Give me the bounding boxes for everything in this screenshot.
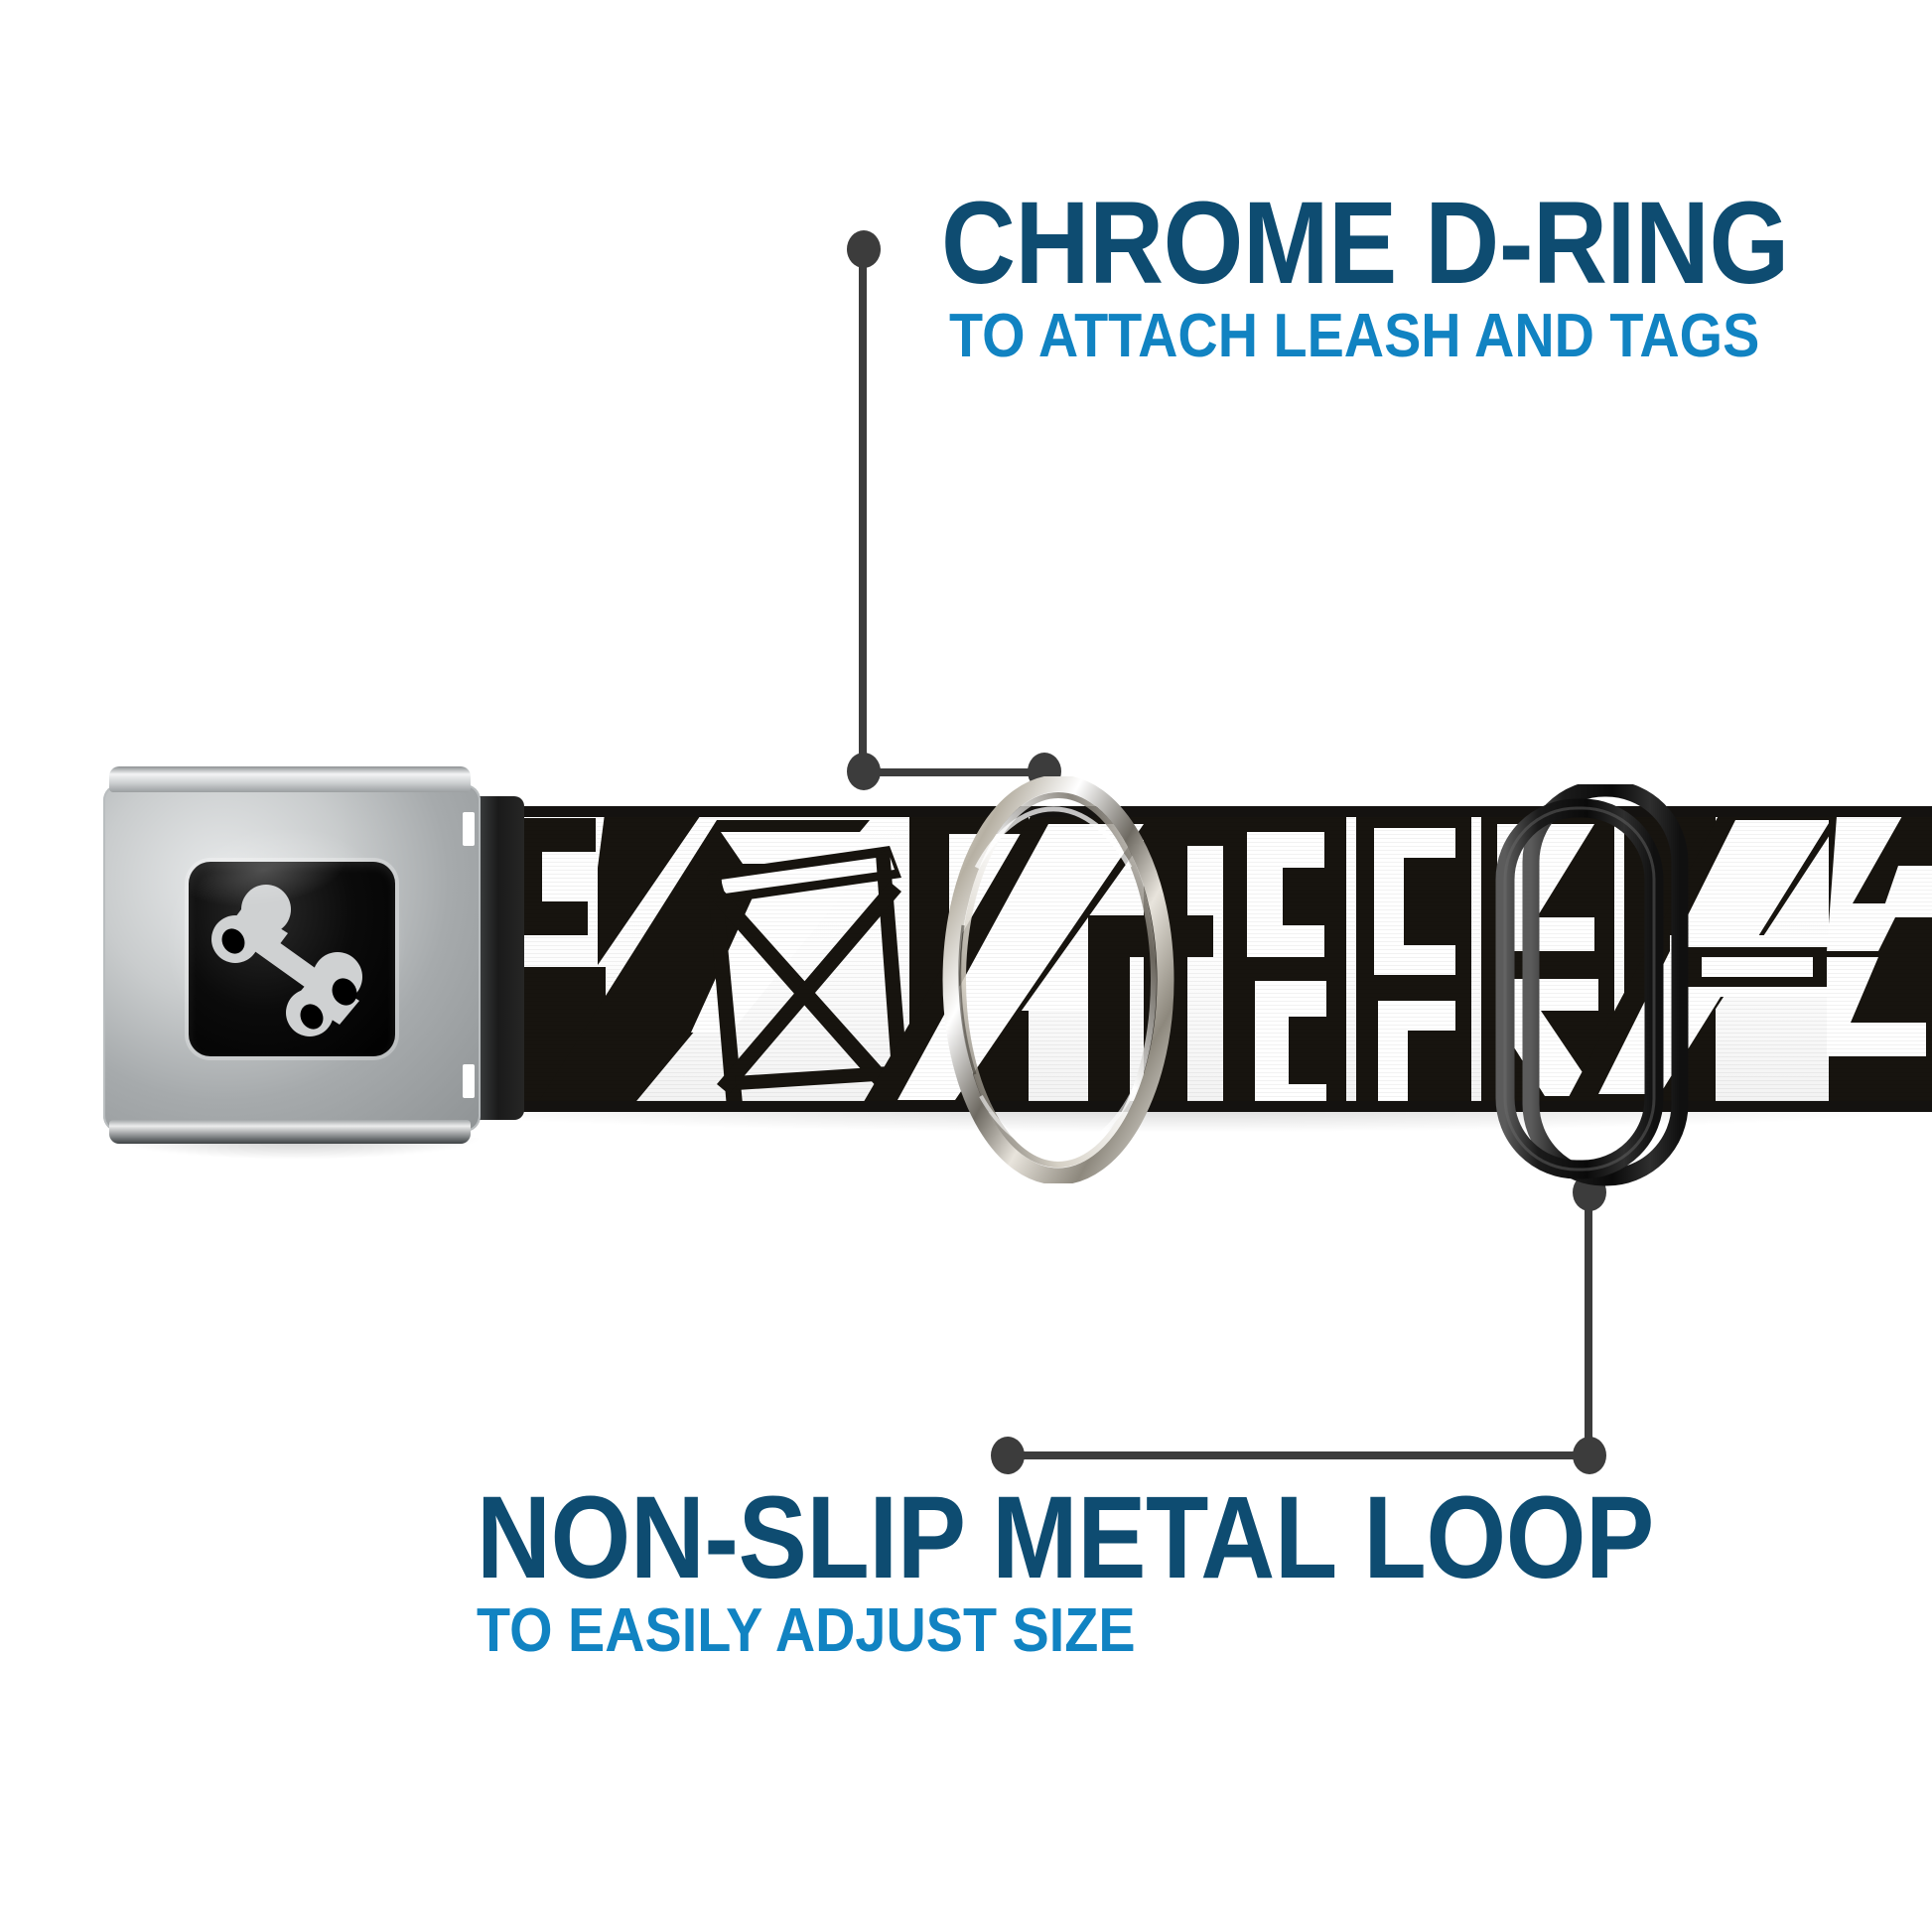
- metal-loop-graphic: [1495, 779, 1689, 1186]
- callout-subtitle-non-slip-metal-loop: TO EASILY ADJUST SIZE: [477, 1596, 1136, 1665]
- non-slip-metal-loop: [1495, 779, 1696, 1189]
- d-ring-graphic: [942, 774, 1174, 1185]
- metal-loop-leader-dot-end: [991, 1437, 1025, 1474]
- buckle-bottom-lip: [109, 1120, 471, 1144]
- metal-loop-leader-vertical: [1585, 1191, 1592, 1457]
- strap-bottom-binding: [393, 1101, 1932, 1112]
- buckle-hinge-notch-bottom: [463, 1064, 475, 1098]
- d-ring-leader-vertical: [859, 248, 867, 772]
- metal-loop-leader-horizontal: [1003, 1451, 1592, 1459]
- callout-title-non-slip-metal-loop: NON-SLIP METAL LOOP: [477, 1472, 1654, 1603]
- metal-loop-leader-dot-corner: [1573, 1437, 1606, 1474]
- strap-top-binding: [393, 806, 1932, 817]
- d-ring-leader-horizontal: [859, 768, 1047, 776]
- chrome-d-ring: [941, 774, 1175, 1185]
- callout-title-chrome-d-ring: CHROME D-RING: [941, 178, 1789, 309]
- dog-bone-icon: [211, 885, 362, 1036]
- d-ring-leader-dot-top: [847, 230, 881, 268]
- seatbelt-buckle: [103, 766, 524, 1152]
- d-ring-leader-dot-corner: [847, 753, 881, 790]
- buckle-top-lip: [109, 766, 471, 792]
- callout-subtitle-chrome-d-ring: TO ATTACH LEASH AND TAGS: [949, 302, 1760, 370]
- buckle-black-plate: [189, 862, 395, 1056]
- buckle-hinge-notch-top: [463, 812, 475, 846]
